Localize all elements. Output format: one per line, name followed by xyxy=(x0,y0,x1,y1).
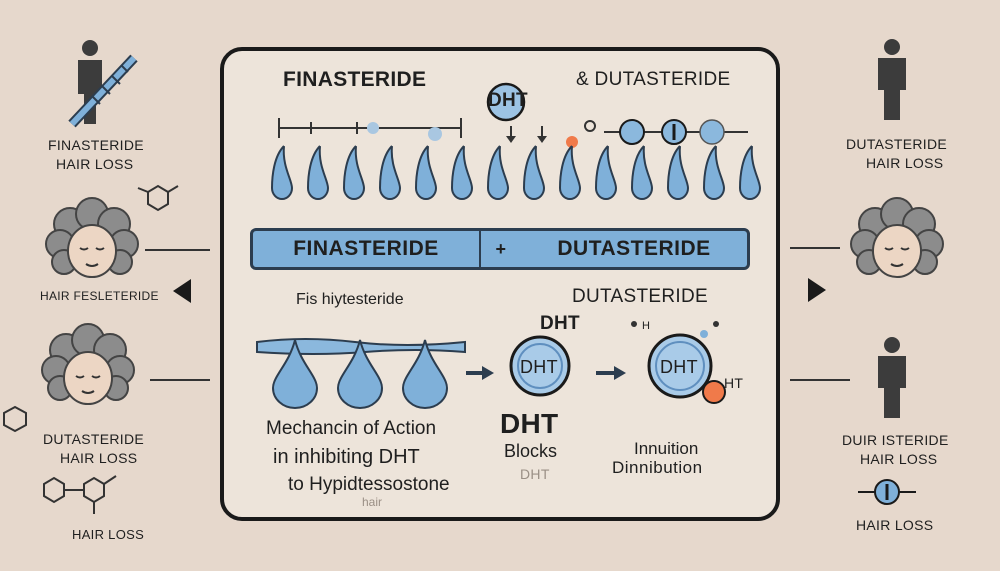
dht-badge-icon xyxy=(486,82,526,122)
divider-line xyxy=(790,379,850,381)
person-crossed-icon xyxy=(68,40,138,128)
molecule-icon xyxy=(137,184,179,212)
hair-follicle-drop xyxy=(306,145,330,200)
dht-bubble-2 xyxy=(647,333,726,404)
hexagon-icon xyxy=(3,405,27,433)
arrow-right-icon xyxy=(466,366,494,380)
person-icon xyxy=(878,39,906,120)
mechanism-line-3: to Hypidtessostone xyxy=(288,474,450,495)
blocked-dht-icon xyxy=(858,479,916,505)
hair-follicle-drop xyxy=(558,145,582,200)
hair-follicle-drop xyxy=(738,145,762,200)
arrow-right-icon[interactable] xyxy=(806,278,826,302)
mechanism-faint: hair xyxy=(362,495,383,509)
face-icon xyxy=(41,323,135,405)
hair-follicle-drop xyxy=(522,145,546,200)
main-panel xyxy=(220,47,780,521)
right-label-1-line1: DUTASTERIDE xyxy=(846,136,948,152)
hair-follicle-row xyxy=(270,145,762,200)
drug-banner: FINASTERIDE + DUTASTERIDE xyxy=(250,228,750,270)
sub-left-label: Fis hiytesteride xyxy=(296,291,404,308)
divider-line xyxy=(790,247,840,249)
right-label-2-line2: Hair Loss xyxy=(860,451,938,467)
banner-left-label: FINASTERIDE xyxy=(293,237,439,260)
dht-label: DHT xyxy=(540,313,580,334)
arrow-left-icon[interactable] xyxy=(173,279,193,303)
hair-follicle-drop xyxy=(414,145,438,200)
banner-divider xyxy=(479,231,481,267)
dht-badge-label: DHT xyxy=(488,90,528,111)
face-icon xyxy=(850,197,944,278)
small-h-label: H xyxy=(642,320,651,332)
down-arrow-icon xyxy=(506,126,516,143)
molecule-chain-icon xyxy=(43,475,117,514)
face-icon xyxy=(45,197,139,278)
hair-follicle-drop xyxy=(594,145,618,200)
dht-blocks-title: DHT xyxy=(500,408,559,439)
left-label-3-line1: DUTASTERIDE xyxy=(43,431,145,447)
scalp-drops xyxy=(256,338,466,409)
hair-follicle-drop xyxy=(702,145,726,200)
left-label-1-line1: FINASTERIDE xyxy=(48,137,144,153)
hair-follicle-drop xyxy=(486,145,510,200)
arrow-right-icon xyxy=(596,366,626,380)
dht-bubble-1-label: DHT xyxy=(520,357,558,377)
dht-blocks-sub: Blocks xyxy=(504,441,558,461)
panel-title-right: & DUTASTERIDE xyxy=(576,69,731,90)
timeline-left xyxy=(278,118,462,141)
particle-dots xyxy=(631,321,719,338)
hair-follicle-drop xyxy=(342,145,366,200)
banner-plus: + xyxy=(495,238,507,259)
hair-follicle-drop xyxy=(666,145,690,200)
banner-right-label: DUTASTERIDE xyxy=(557,237,711,260)
sub-right-label: DUTASTERIDE xyxy=(572,286,708,307)
dht-blocking-line xyxy=(566,119,748,148)
hair-follicle-drop xyxy=(450,145,474,200)
right-label-2-line1: DUIR ISTERIDE xyxy=(842,432,949,448)
mechanism-line-1: Mechancin of Action xyxy=(266,418,437,439)
hair-follicle-drop xyxy=(630,145,654,200)
left-label-1-line2: Hair Loss xyxy=(56,156,134,172)
mechanism-line-2: in inhibiting DHT xyxy=(273,446,420,468)
divider-line xyxy=(150,379,210,381)
hair-follicle-drop xyxy=(378,145,402,200)
hair-follicle-drop xyxy=(270,145,294,200)
down-arrow-icon xyxy=(537,126,547,143)
left-label-4: Hair Loss xyxy=(72,527,145,542)
inhibition-line-2: Dinnibution xyxy=(612,458,703,477)
right-label-1-line2: Hair Loss xyxy=(866,155,944,171)
inhibition-line-1: Innuition xyxy=(634,439,699,458)
divider-line xyxy=(145,249,210,251)
dht-bubble-2-label: DHT xyxy=(660,357,698,377)
person-icon xyxy=(878,337,906,418)
left-label-3-line2: Hair Loss xyxy=(60,450,138,466)
dht-bubble-2-side-label: HT xyxy=(724,375,744,391)
left-label-2: Hair Fesleteride xyxy=(40,289,159,303)
dht-blocks-faint: DHT xyxy=(520,466,550,482)
right-label-3: Hair Loss xyxy=(856,517,934,533)
panel-title-left: FINASTERIDE xyxy=(283,68,427,91)
dht-bubble-1 xyxy=(509,335,571,397)
